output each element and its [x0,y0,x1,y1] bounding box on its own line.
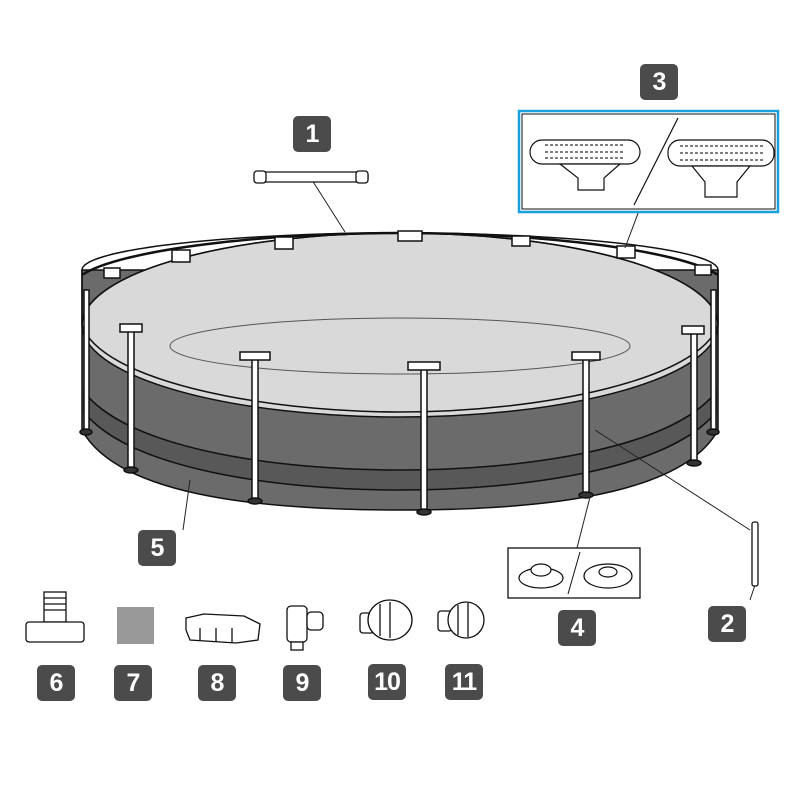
leg-feet [79,428,720,516]
part1-pole [253,170,369,184]
pool-legs [83,289,717,511]
t-connectors [103,230,712,371]
part3-box [517,109,780,214]
part2-leg [751,521,759,587]
part-label-10: 10 [368,664,406,700]
part4-box [507,547,641,599]
part9-valve [286,605,324,651]
part-label-7: 7 [114,665,152,701]
part-label-3: 3 [640,64,678,100]
part-label-2: 2 [708,606,746,642]
part8-cap [185,613,261,644]
pool [79,230,720,516]
part-label-5: 5 [138,530,176,566]
small-parts [25,591,485,651]
part-label-1: 1 [293,116,331,152]
part-label-9: 9 [283,665,321,701]
part6-adapter [25,591,85,643]
part-label-8: 8 [198,665,236,701]
part-label-4: 4 [558,610,596,646]
part11-strainer [437,601,485,639]
part10-strainer [359,599,413,641]
part-label-11: 11 [445,664,483,700]
part-label-6: 6 [37,665,75,701]
part7-patch [117,607,154,644]
